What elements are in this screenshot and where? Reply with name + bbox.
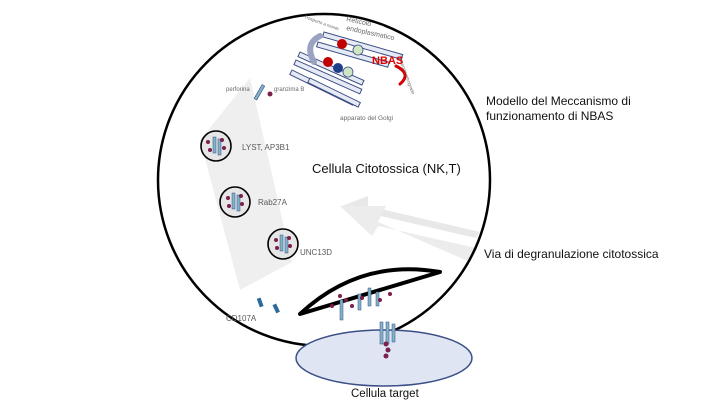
transport-right-arrow (394, 64, 407, 86)
cd107a-glyph (272, 303, 280, 314)
green-sphere (342, 66, 354, 78)
target-cell-label: Cellula target (351, 388, 420, 400)
cd107a-glyph (256, 297, 264, 308)
organelle-stacks (289, 31, 407, 108)
cd107a-label: CD107A (226, 314, 257, 323)
granzyme-glyph (267, 91, 273, 97)
vesicle-label-1: LYST, AP3B1 (242, 143, 290, 152)
title-line-1: Modello del Meccanismo di (486, 94, 631, 108)
blue-sphere (333, 63, 343, 73)
title-line-2: funzionamento di NBAS (486, 109, 613, 123)
pathway-label: Via di degranulazione citotossica (484, 247, 659, 261)
vesicle-label-2: Rab27A (258, 198, 288, 207)
degranulation-arrow (342, 196, 480, 238)
synapse-granules (330, 287, 392, 321)
target-cell (295, 329, 473, 387)
granzyme-label: granzima B (274, 87, 304, 93)
target-receptor (379, 321, 396, 359)
green-sphere (352, 44, 364, 56)
transport-left-label: Trasporto a monte (304, 14, 341, 31)
nbas-label: NBAS (372, 55, 403, 67)
vesicle-label-3: UNC13D (300, 248, 332, 257)
vesicle-lyst (200, 130, 232, 162)
red-sphere (323, 57, 333, 67)
degranulation-arrow-head (340, 206, 476, 262)
vesicle-unc13d (267, 228, 299, 260)
perforin-label: perforina (226, 87, 250, 93)
cell-label: Cellula Citotossica (NK,T) (312, 161, 461, 176)
transport-left-arrow (307, 33, 323, 65)
vesicle-rab27a (219, 186, 251, 218)
perforin-glyph (253, 84, 266, 101)
golgi-label: apparato del Golgi (340, 115, 393, 122)
red-sphere (337, 39, 347, 49)
